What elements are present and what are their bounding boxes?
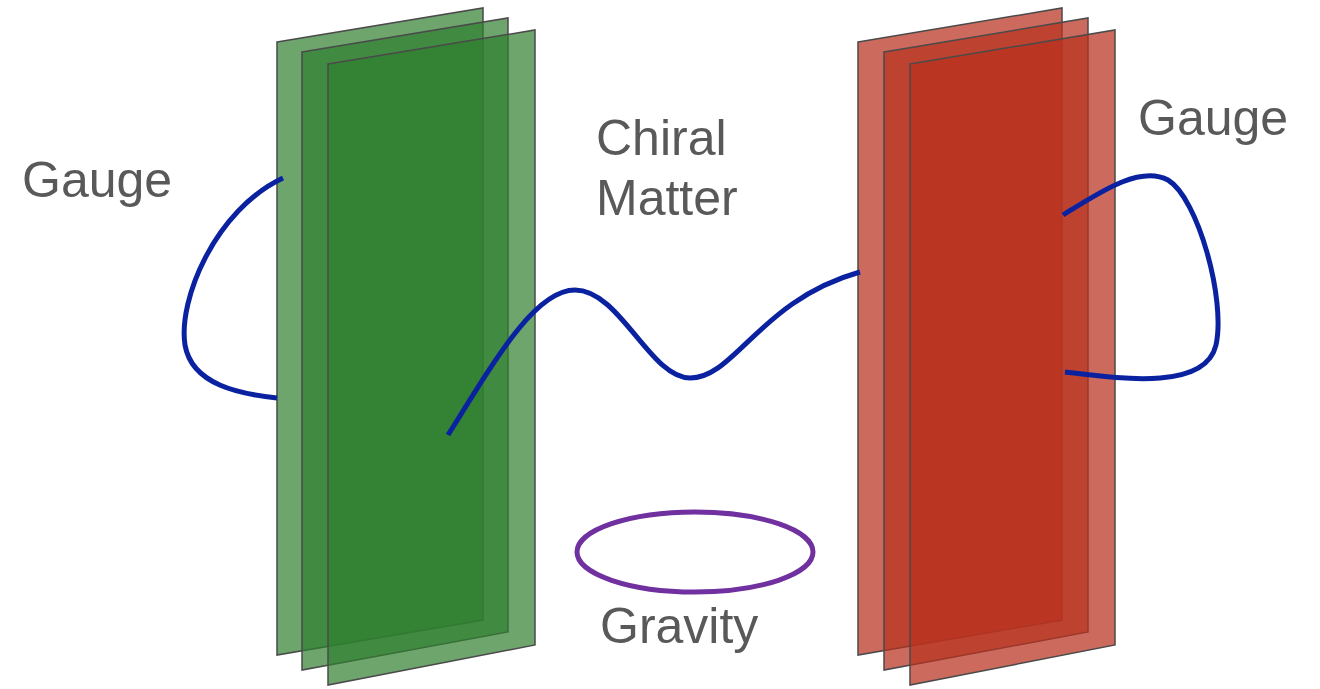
gravity-label: Gravity xyxy=(600,596,820,656)
gauge-label: Gauge xyxy=(22,150,252,210)
chiral-matter-label: Chiral Matter xyxy=(596,108,836,228)
red-brane-stack xyxy=(858,8,1115,685)
chiral-string xyxy=(448,272,860,435)
green-brane-stack xyxy=(277,8,535,685)
gauge-string xyxy=(1063,176,1218,379)
gravity-closed-string xyxy=(577,512,813,592)
brane-sheet xyxy=(910,30,1115,685)
gauge-string xyxy=(184,178,283,398)
brane-sheet xyxy=(328,30,535,685)
gauge-label: Gauge xyxy=(1138,88,1313,148)
